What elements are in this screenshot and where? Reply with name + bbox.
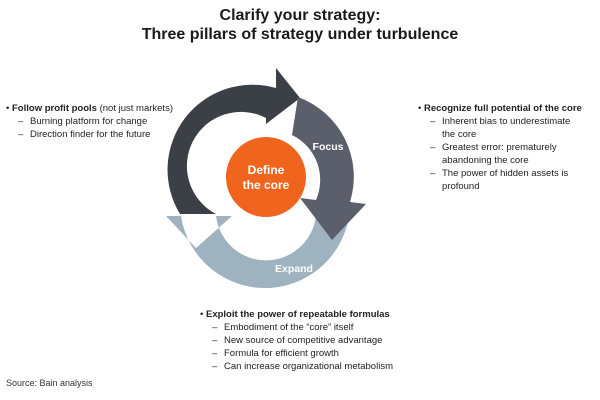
list-item: Embodiment of the “core” itself <box>212 321 440 334</box>
left-text-block: •Follow profit pools (not just markets) … <box>6 102 186 141</box>
expand-label: Expand <box>275 263 313 275</box>
title-line-2: Three pillars of strategy under turbulen… <box>141 26 459 43</box>
bullet-icon: • <box>418 103 422 114</box>
list-item: Formula for efficient growth <box>212 347 440 360</box>
left-heading-rest: (not just markets) <box>96 103 173 114</box>
list-item: The power of hidden assets is profound <box>430 167 578 193</box>
list-item: New source of competitive advantage <box>212 334 440 347</box>
source-note: Source: Bain analysis <box>6 378 93 388</box>
left-heading-bold: Follow profit pools <box>12 103 97 114</box>
center-label-line-2: the core <box>243 178 290 192</box>
list-item: Inherent bias to underestimate the core <box>430 115 578 141</box>
list-item: Can increase organizational metabolism <box>212 360 440 373</box>
focus-arrow <box>292 97 366 240</box>
list-item: Direction finder for the future <box>18 128 186 141</box>
expand-arrow <box>166 204 350 289</box>
left-block-heading: •Follow profit pools (not just markets) <box>6 102 186 115</box>
right-block-list: Inherent bias to underestimate the core … <box>418 115 578 193</box>
focus-label: Focus <box>313 141 344 153</box>
left-block-list: Burning platform for change Direction fi… <box>6 115 186 141</box>
bottom-text-block: •Exploit the power of repeatable formula… <box>200 308 440 373</box>
right-block-heading: •Recognize full potential of the core <box>418 102 582 115</box>
list-item: Greatest error: prematurely abandoning t… <box>430 141 578 167</box>
right-text-block: •Recognize full potential of the core In… <box>418 102 582 193</box>
bottom-heading-bold: Exploit the power of repeatable formulas <box>206 309 390 320</box>
bullet-icon: • <box>200 309 204 320</box>
center-label-line-1: Define <box>248 163 285 177</box>
center-circle <box>226 137 306 217</box>
bottom-block-list: Embodiment of the “core” itself New sour… <box>200 321 440 373</box>
bottom-block-heading: •Exploit the power of repeatable formula… <box>200 308 440 321</box>
refine-label: Refine <box>192 141 224 153</box>
title-line-1: Clarify your strategy: <box>219 7 381 24</box>
list-item: Burning platform for change <box>18 115 186 128</box>
refine-arrow <box>167 68 300 214</box>
right-heading-bold: Recognize full potential of the core <box>424 103 582 114</box>
bullet-icon: • <box>6 103 10 114</box>
diagram-title: Clarify your strategy: Three pillars of … <box>0 6 600 44</box>
